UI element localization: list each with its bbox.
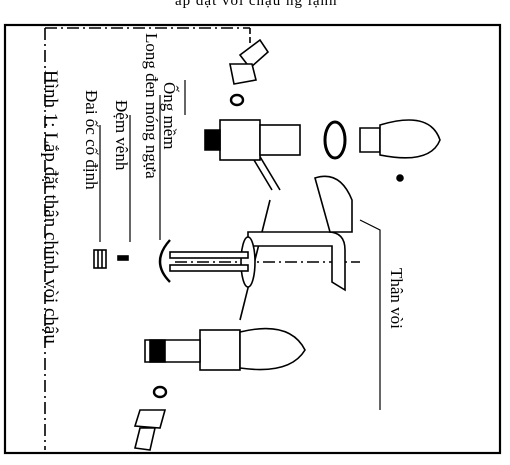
- label-than-voi: Thân vòi: [387, 268, 406, 329]
- upper-hose-nut: [229, 63, 257, 85]
- upper-valve-body: [219, 119, 261, 161]
- leader-than-voi: [359, 219, 381, 410]
- label-dai-oc: Đai ốc cố định: [82, 90, 101, 190]
- upper-handle-base: [359, 127, 381, 153]
- label-dem-venh: Đệm vênh: [112, 100, 131, 171]
- threaded-rod-2: [169, 264, 249, 272]
- frame-border: [3, 23, 502, 455]
- lower-hose-end: [134, 427, 157, 451]
- upper-valve-stem: [259, 124, 301, 156]
- upper-handle-screw: [396, 174, 404, 182]
- page-header-text: ắp đặt vòi chậu ng lạnh: [175, 0, 338, 9]
- fixing-nut: [93, 249, 107, 269]
- upper-valve-nut: [204, 129, 221, 151]
- lower-valve-body: [199, 329, 241, 371]
- label-ong-mem: Ống mềm: [160, 82, 179, 150]
- u-washer: [158, 239, 171, 283]
- figure-caption: Hình 1: Lắp đặt thân chính vòi chậu: [40, 70, 61, 344]
- lock-washer: [117, 255, 129, 261]
- lower-valve-nut: [149, 339, 166, 363]
- threaded-rod-1: [169, 251, 249, 259]
- spout-neck: [314, 175, 353, 233]
- spout-body: [247, 231, 346, 292]
- upper-hose-washer: [229, 93, 245, 107]
- spout-base-flange: [240, 236, 256, 288]
- upper-o-ring: [323, 120, 347, 160]
- lower-hose-nut: [133, 409, 167, 429]
- upper-handle-lever: [379, 119, 441, 159]
- lower-hose-washer: [152, 385, 168, 399]
- lower-handle-lever: [239, 327, 306, 371]
- label-long-den: Long đen móng ngựa: [142, 33, 161, 179]
